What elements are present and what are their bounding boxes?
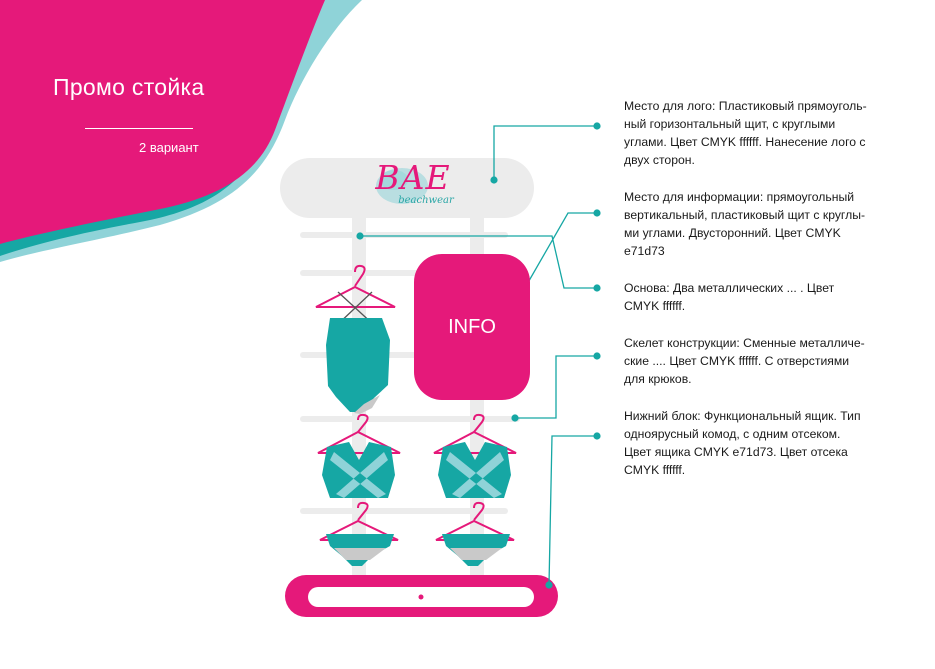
note-line: Скелет конструкции: Сменные металличе-: [624, 336, 865, 350]
note-line: ми углами. Двусторонний. Цвет CMYK: [624, 226, 841, 240]
note-line: CMYK ffffff.: [624, 299, 686, 313]
note-line: углами. Цвет CMYK ffffff. Нанесение лого…: [624, 135, 866, 149]
note-line: одноярусный комод, с одним отсеком.: [624, 427, 841, 441]
note-line: Цвет ящика CMYK e71d73. Цвет отсека: [624, 445, 848, 459]
drawer-knob: [418, 594, 424, 600]
note-line: Основа: Два металлических ... . Цвет: [624, 281, 835, 295]
page-subtitle: 2 вариант: [139, 140, 199, 155]
swimsuit-bottom-right: [435, 501, 515, 566]
note-bottom-block: Нижний блок: Функциональный ящик. Тип од…: [624, 407, 894, 479]
brand-logo: BAE beachwear: [368, 160, 458, 210]
info-panel: INFO: [414, 254, 530, 400]
leader-lines: [360, 125, 597, 586]
page-title: Промо стойка: [53, 74, 205, 100]
swimsuit-top-right: [433, 413, 517, 498]
watercolor-splash-icon: [376, 168, 428, 204]
note-line: Нижний блок: Функциональный ящик. Тип: [624, 409, 861, 423]
brand-name: BAE: [375, 158, 451, 197]
note-skeleton: Скелет конструкции: Сменные металличе- с…: [624, 334, 894, 388]
note-info-place: Место для информации: прямоугольный верт…: [624, 188, 894, 260]
note-line: Место для информации: прямоугольный: [624, 190, 855, 204]
note-line: CMYK ffffff.: [624, 463, 686, 477]
note-line: для крюков.: [624, 372, 692, 386]
brand-tagline: beachwear: [398, 195, 454, 206]
note-line: ный горизонтальный щит, с круглыми: [624, 117, 836, 131]
note-logo-place: Место для лого: Пластиковый прямоуголь- …: [624, 97, 894, 169]
swimsuit-top-left: [317, 413, 401, 498]
note-base: Основа: Два металлических ... . Цвет CMY…: [624, 279, 894, 315]
rail-4: [300, 416, 520, 422]
swimsuit-bottom-left: [319, 501, 399, 566]
magenta-wave: [0, 0, 325, 244]
title-divider: [85, 128, 193, 129]
note-line: Место для лого: Пластиковый прямоуголь-: [624, 99, 867, 113]
rail-1: [300, 232, 508, 238]
rail-5: [300, 508, 508, 514]
note-line: ские .... Цвет CMYK ffffff. С отверстиям…: [624, 354, 850, 368]
note-line: e71d73: [624, 244, 665, 258]
note-line: двух сторон.: [624, 153, 695, 167]
note-line: вертикальный, пластиковый щит с круглы-: [624, 208, 866, 222]
info-label: INFO: [448, 315, 496, 338]
swimsuit-one-piece: [315, 264, 396, 414]
